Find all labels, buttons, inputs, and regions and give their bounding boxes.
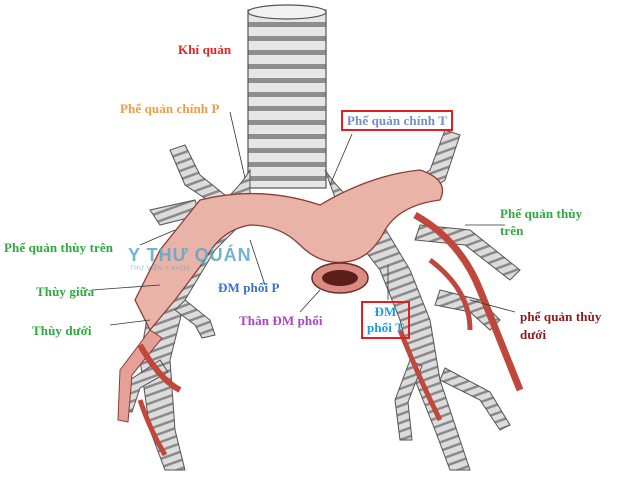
label-left-main-bronchus: Phế quản chính T xyxy=(341,110,453,131)
label-left-pulmonary-artery-line1: ĐM xyxy=(374,304,397,319)
label-trachea: Khí quản xyxy=(178,42,232,57)
pulmonary-arteries xyxy=(117,169,524,457)
label-left-upper-lobe-bronchus: Phế quản thùy trên xyxy=(500,205,582,239)
watermark-text: Y THƯ QUÁN xyxy=(128,245,252,265)
label-left-upper-lobe-line2: trên xyxy=(500,223,524,238)
label-right-pulmonary-artery: ĐM phổi P xyxy=(218,280,280,295)
label-pulmonary-trunk: Thân ĐM phổi xyxy=(239,313,323,328)
label-right-lower-lobe: Thùy dưới xyxy=(32,323,92,338)
label-left-upper-lobe-line1: Phế quản thùy xyxy=(500,206,583,221)
watermark-subtext: THƯ VIỆN Y KHOA xyxy=(130,266,191,272)
label-left-pulmonary-artery: ĐM phổi T xyxy=(361,301,410,339)
trachea xyxy=(247,4,327,189)
label-right-main-bronchus: Phế quản chính P xyxy=(120,101,220,116)
label-middle-lobe: Thùy giữa xyxy=(36,284,95,299)
label-left-lower-lobe-bronchus: phế quản thùy dưới xyxy=(520,308,602,344)
label-right-upper-lobe-bronchus: Phế quản thùy trên xyxy=(4,240,114,255)
leader-lines xyxy=(91,111,516,326)
label-left-lower-lobe-line1: phế quản thùy xyxy=(520,309,602,324)
label-left-lower-lobe-line2: dưới xyxy=(520,327,547,342)
label-left-pulmonary-artery-line2: phổi T xyxy=(367,320,404,335)
